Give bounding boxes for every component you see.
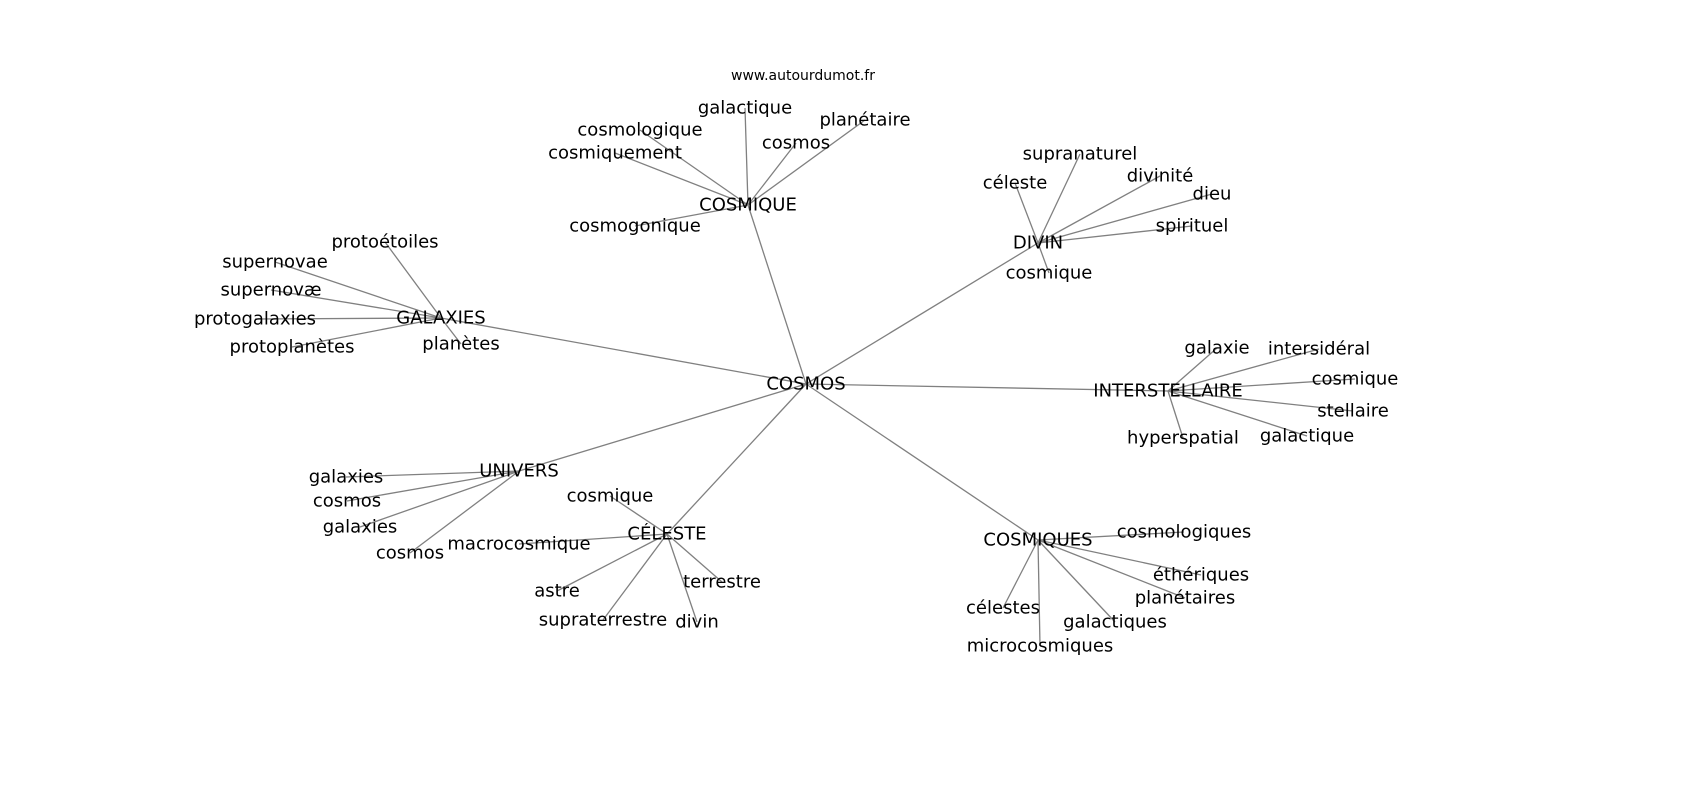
edge-hub-child <box>518 533 668 545</box>
leaf-node-label: protoétoiles <box>331 232 438 253</box>
edge-hub-child <box>556 533 668 592</box>
edge-hub-child <box>1037 539 1186 599</box>
edge-root-hub <box>440 317 807 385</box>
hub-node-label: COSMIQUE <box>699 195 797 216</box>
leaf-node-label: planétaire <box>819 110 910 131</box>
leaf-node-label: cosmos <box>376 543 444 564</box>
edge-hub-child <box>254 317 442 320</box>
leaf-node-label: supernovae <box>222 252 328 273</box>
leaf-node-label: galaxies <box>323 517 398 538</box>
leaf-node-label: supranaturel <box>1023 144 1138 165</box>
edge-hub-child <box>346 470 520 502</box>
leaf-node-label: galaxies <box>309 467 384 488</box>
edge-hub-child <box>666 533 723 583</box>
edge-hub-child <box>1037 539 1202 576</box>
hub-node-label: INTERSTELLAIRE <box>1093 381 1242 402</box>
edge-hub-child <box>1037 539 1041 647</box>
edge-hub-child <box>384 241 442 319</box>
edge-hub-child <box>1037 225 1193 244</box>
edge-root-hub <box>805 383 1039 541</box>
leaf-node-label: hyperspatial <box>1127 428 1239 449</box>
leaf-node-label: planétaires <box>1135 588 1236 609</box>
edge-hub-child <box>345 470 520 478</box>
leaf-node-label: divin <box>675 612 719 633</box>
edge-hub-child <box>634 204 749 227</box>
edge-hub-child <box>409 470 520 554</box>
root-node-label: COSMOS <box>766 374 845 395</box>
leaf-node-label: galactique <box>1260 426 1354 447</box>
leaf-node-label: supernovæ <box>220 280 321 301</box>
edge-hub-child <box>1167 378 1356 392</box>
edge-hub-child <box>291 317 442 348</box>
leaf-node-label: cosmique <box>1006 263 1093 284</box>
leaf-node-label: galaxie <box>1184 338 1249 359</box>
edge-hub-child <box>1167 390 1354 412</box>
edge-root-hub <box>805 383 1169 392</box>
hub-node-label: CÉLESTE <box>627 523 706 545</box>
edge-hub-child <box>1037 153 1081 244</box>
leaf-node-label: céleste <box>983 173 1048 194</box>
leaf-node-label: protoplanètes <box>230 337 355 358</box>
leaf-node-label: galactiques <box>1063 612 1167 633</box>
leaf-node-label: cosmogonique <box>569 216 701 237</box>
leaf-node-label: cosmologiques <box>1117 522 1252 543</box>
edge-hub-child <box>602 533 668 621</box>
leaf-node-label: intersidéral <box>1268 339 1370 360</box>
hub-node-label: GALAXIES <box>396 308 485 329</box>
edge-root-hub <box>747 204 807 385</box>
leaf-node-label: cosmique <box>1312 369 1399 390</box>
leaf-node-label: stellaire <box>1317 401 1389 422</box>
edge-root-hub <box>666 383 807 535</box>
leaf-node-label: éthériques <box>1153 565 1249 586</box>
edge-hub-child <box>440 317 462 345</box>
leaf-node-label: spirituel <box>1156 216 1229 237</box>
edge-hub-child <box>1167 348 1320 392</box>
edge-hub-child <box>1037 531 1185 541</box>
edge-hub-child <box>1014 182 1039 244</box>
leaf-node-label: cosmos <box>313 491 381 512</box>
edge-hub-child <box>1167 390 1184 439</box>
leaf-node-label: supraterrestre <box>539 610 667 631</box>
leaf-node-label: cosmique <box>567 486 654 507</box>
edge-hub-child <box>1037 193 1213 244</box>
leaf-node-label: planètes <box>422 334 499 355</box>
edge-hub-child <box>609 495 668 535</box>
hub-node-label: UNIVERS <box>479 461 559 482</box>
leaf-node-label: astre <box>534 581 580 602</box>
leaf-node-label: microcosmiques <box>967 636 1114 657</box>
edge-hub-child <box>1167 390 1308 437</box>
edge-hub-child <box>614 152 749 206</box>
edge-hub-child <box>666 533 698 623</box>
leaf-node-label: cosmiquement <box>548 143 682 164</box>
hub-node-label: DIVIN <box>1013 233 1063 254</box>
leaf-node-label: cosmos <box>762 133 830 154</box>
edge-hub-child <box>744 107 749 206</box>
edge-hub-child <box>1037 175 1161 244</box>
edge-root-hub <box>805 242 1039 385</box>
edge-hub-child <box>270 289 442 319</box>
edge-hub-child <box>1002 539 1039 609</box>
edge-hub-child <box>1167 347 1218 392</box>
edge-hub-child <box>359 470 520 528</box>
leaf-node-label: protogalaxies <box>194 309 316 330</box>
edge-hub-child <box>747 142 797 206</box>
leaf-node-label: célestes <box>966 598 1040 619</box>
leaf-node-label: macrocosmique <box>447 534 590 555</box>
leaf-node-label: galactique <box>698 98 792 119</box>
edge-root-hub <box>518 383 807 472</box>
leaf-node-label: dieu <box>1193 184 1232 205</box>
edge-hub-child <box>1037 539 1116 623</box>
leaf-node-label: terrestre <box>683 572 761 593</box>
hub-node-label: COSMIQUES <box>983 530 1092 551</box>
edge-hub-child <box>747 119 866 206</box>
site-watermark: www.autourdumot.fr <box>731 68 875 84</box>
edge-hub-child <box>639 129 749 206</box>
edge-hub-child <box>274 261 442 319</box>
edge-hub-child <box>1037 242 1050 274</box>
leaf-node-label: cosmologique <box>577 120 702 141</box>
leaf-node-label: divinité <box>1127 166 1194 187</box>
